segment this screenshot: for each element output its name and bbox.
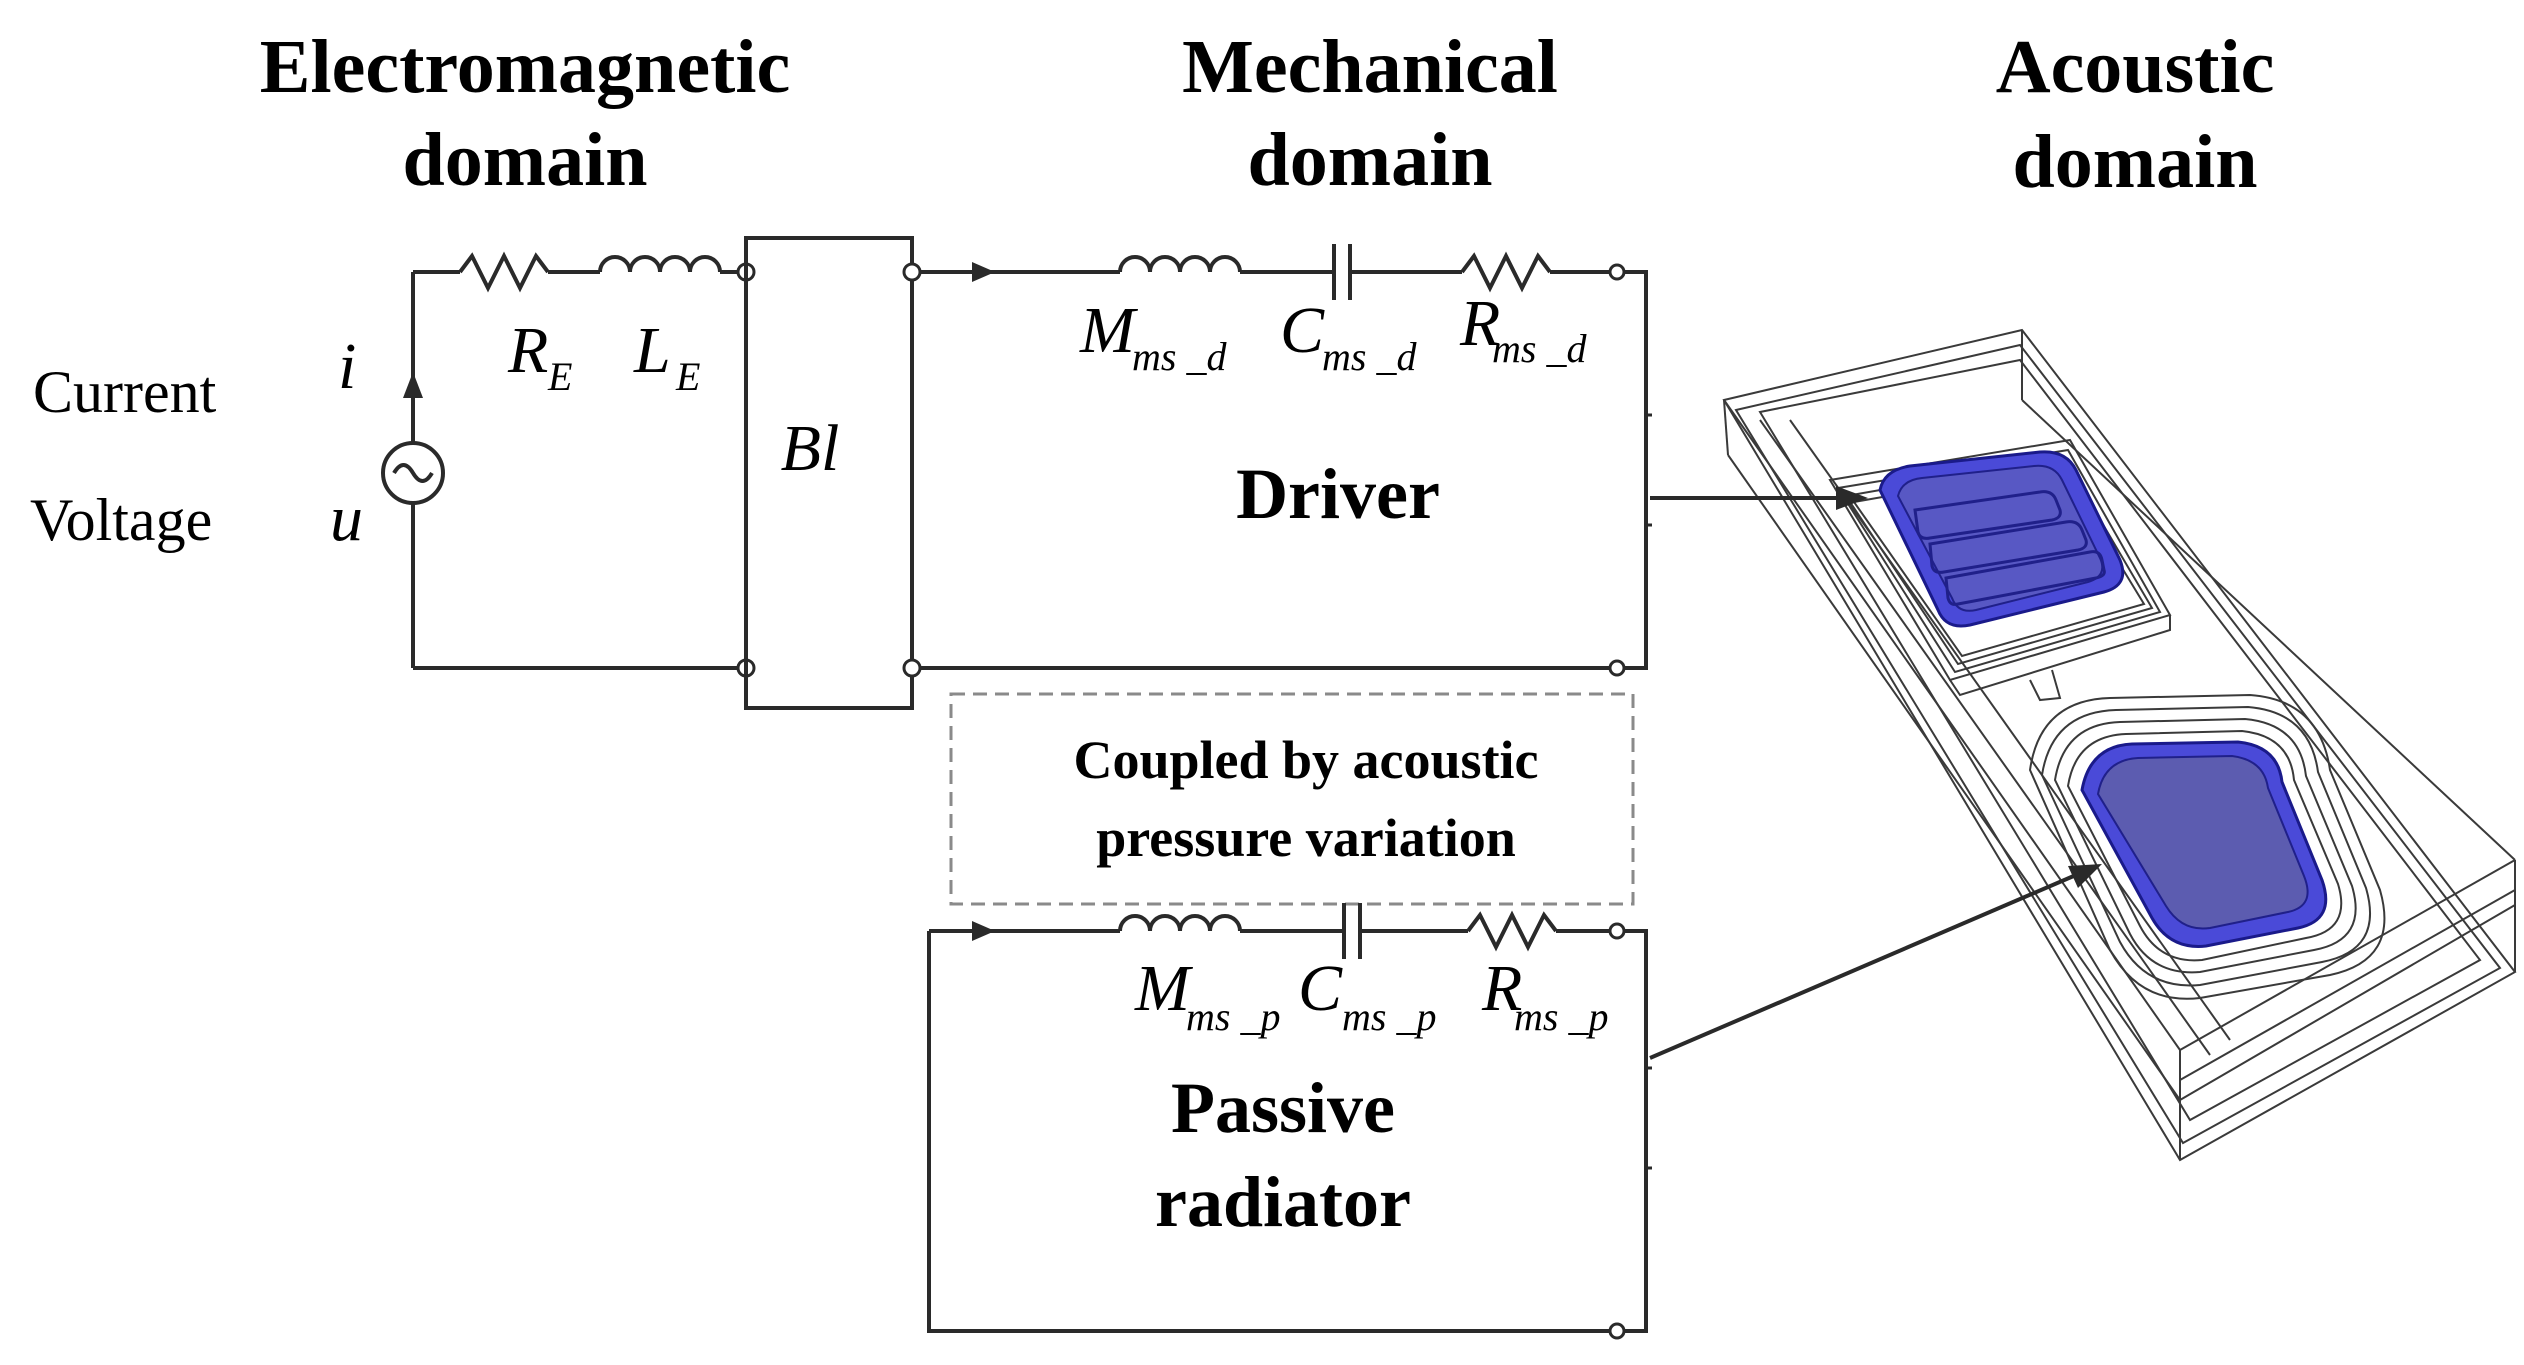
heading-acoustic-line2: domain	[2013, 120, 2258, 204]
current-label: Current	[33, 359, 217, 425]
label-le-sub: E	[675, 354, 700, 399]
label-mms-d-sub: ms _d	[1132, 334, 1227, 379]
passive-flow-arrow-icon	[972, 921, 995, 941]
heading-acoustic: Acoustic domain	[1996, 25, 2275, 204]
driver-connector-arrowhead-icon	[1836, 486, 1868, 510]
capacitor-cms-p-icon	[1342, 903, 1362, 959]
gyrator-bl: Bl	[744, 236, 922, 710]
resistor-rms-p-icon	[1466, 910, 1558, 952]
label-mms-p-sub: ms _p	[1186, 994, 1280, 1039]
label-mms-p-main: M	[1134, 952, 1194, 1025]
electrical-circuit	[381, 251, 756, 678]
label-rms-d: R ms _d	[1459, 287, 1587, 371]
driver-flow-arrow-icon	[972, 262, 995, 282]
current-arrow-icon	[403, 372, 423, 398]
passive-radiator-circuit	[927, 903, 1652, 1340]
resistor-rms-d-icon	[1460, 251, 1552, 293]
heading-mechanical: Mechanical domain	[1182, 25, 1558, 202]
label-rms-d-sub: ms _d	[1492, 326, 1587, 371]
passive-connector-arrow	[1649, 864, 2102, 1060]
label-re-sub: E	[547, 354, 572, 399]
label-bl: Bl	[781, 412, 840, 485]
label-rms-p: R ms _p	[1481, 952, 1608, 1039]
heading-electromagnetic-line2: domain	[403, 118, 648, 202]
resistor-re-icon	[458, 251, 550, 293]
driver-label: Driver	[1236, 454, 1440, 534]
label-cms-p-main: C	[1298, 952, 1343, 1025]
label-cms-d: C ms _d	[1280, 294, 1417, 379]
voltage-symbol-u: u	[330, 482, 363, 555]
label-rms-d-main: R	[1459, 287, 1500, 360]
heading-electromagnetic-line1: Electromagnetic	[260, 25, 790, 109]
heading-mechanical-line1: Mechanical	[1182, 25, 1558, 109]
heading-mechanical-line2: domain	[1248, 118, 1493, 202]
label-mms-d-main: M	[1079, 294, 1139, 367]
heading-acoustic-line1: Acoustic	[1996, 25, 2275, 109]
label-rms-p-sub: ms _p	[1514, 994, 1608, 1039]
ac-voltage-source-icon	[381, 441, 445, 505]
inductor-mms-d-icon	[1118, 255, 1242, 273]
coupling-note: Coupled by acoustic pressure variation	[949, 692, 1635, 906]
coupling-note-line2: pressure variation	[1096, 808, 1516, 868]
passive-radiator-line1: Passive	[1171, 1068, 1395, 1148]
coupling-note-line1: Coupled by acoustic	[1073, 730, 1538, 790]
label-mms-p: M ms _p	[1134, 952, 1280, 1039]
label-cms-p-sub: ms _p	[1342, 994, 1436, 1039]
label-mms-d: M ms _d	[1079, 294, 1227, 379]
voltage-label: Voltage	[30, 487, 212, 553]
label-le: L E	[633, 314, 700, 399]
label-cms-d-sub: ms _d	[1322, 334, 1417, 379]
heading-electromagnetic: Electromagnetic domain	[260, 25, 790, 202]
label-cms-d-main: C	[1280, 294, 1325, 367]
passive-connector-arrowhead-icon	[2068, 864, 2102, 888]
label-cms-p: C ms _p	[1298, 952, 1436, 1039]
passive-radiator-line2: radiator	[1155, 1162, 1411, 1242]
current-symbol-i: i	[338, 330, 356, 403]
passive-radiator-3d	[2028, 693, 2386, 1000]
inductor-mms-p-icon	[1118, 914, 1242, 932]
driver-unit-3d	[1828, 438, 2172, 702]
label-re-main: R	[507, 314, 548, 387]
passive-radiator-label: Passive radiator	[1155, 1068, 1411, 1242]
speaker-box-3d-model	[1722, 328, 2517, 1162]
label-rms-p-main: R	[1481, 952, 1522, 1025]
driver-connector-arrow	[1650, 486, 1868, 510]
driver-circuit	[920, 244, 1652, 677]
label-re: R E	[507, 314, 572, 399]
label-le-main: L	[633, 314, 671, 387]
inductor-le-icon	[598, 255, 722, 273]
capacitor-cms-d-icon	[1332, 244, 1352, 300]
